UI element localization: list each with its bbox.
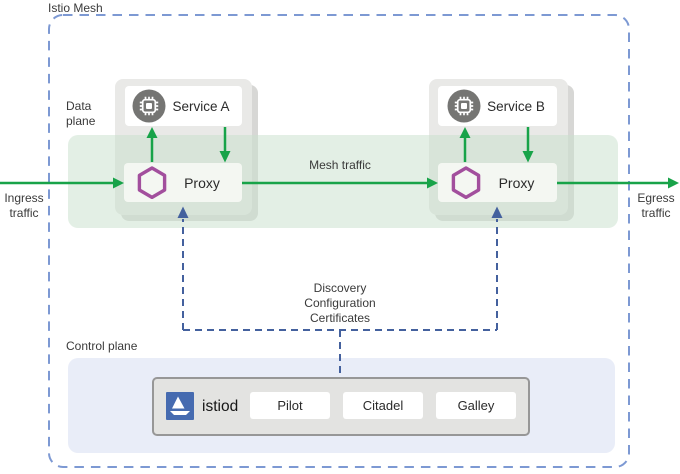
component-galley: Galley xyxy=(436,392,516,419)
service-a-node: Service A xyxy=(125,86,242,126)
service-b-node: Service B xyxy=(438,86,557,126)
mesh-traffic-label: Mesh traffic xyxy=(309,158,371,172)
istio-sailboat-icon xyxy=(166,392,194,420)
mesh-title: Istio Mesh xyxy=(48,1,103,15)
egress-traffic-label: Egress traffic xyxy=(637,191,675,220)
component-citadel: Citadel xyxy=(343,392,423,419)
proxy-b-node: Proxy xyxy=(438,163,557,202)
envoy-hexagon-icon xyxy=(450,166,482,199)
data-plane-label: Data plane xyxy=(66,99,96,128)
istiod-label: istiod xyxy=(202,397,239,415)
control-plane-label: Control plane xyxy=(66,339,138,353)
istiod-box: istiod Pilot Citadel Galley xyxy=(152,377,530,436)
control-channels-label: Discovery Configuration Certificates xyxy=(304,281,376,325)
proxy-a-node: Proxy xyxy=(124,163,242,202)
microchip-icon xyxy=(447,89,481,123)
envoy-hexagon-icon xyxy=(136,166,168,199)
ingress-traffic-label: Ingress traffic xyxy=(4,191,44,220)
microchip-icon xyxy=(132,89,166,123)
component-pilot: Pilot xyxy=(250,392,330,419)
